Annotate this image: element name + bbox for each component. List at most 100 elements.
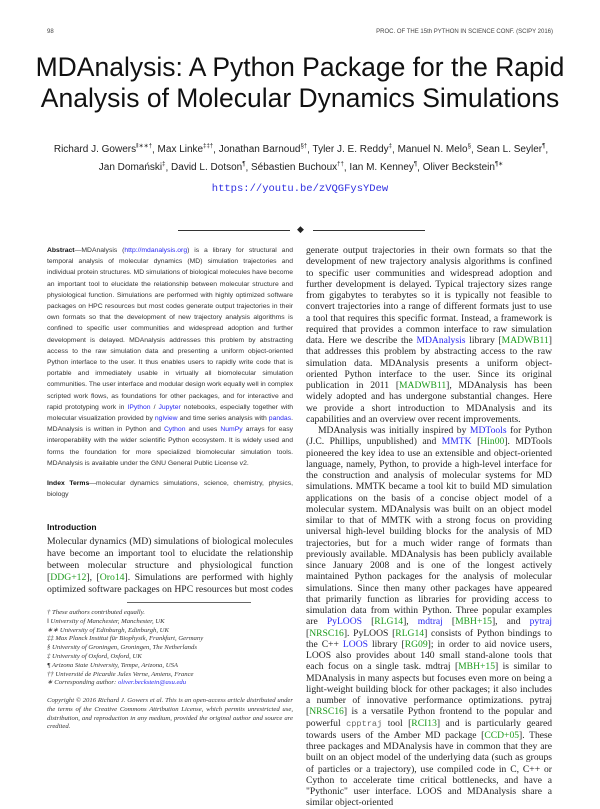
- text-run: range: [408, 301, 430, 313]
- affiliation-mark: ¶: [542, 144, 546, 150]
- paper-title: MDAnalysis: A Python Package for the Rap…: [35, 52, 565, 113]
- text-run: elucidate: [191, 548, 227, 560]
- text-run: tool: [160, 548, 176, 560]
- text-run: simulation: [511, 323, 552, 335]
- text-run: own: [453, 245, 470, 256]
- text-run: is: [508, 256, 516, 268]
- hyperlink[interactable]: http://mdanalysis.org: [124, 247, 188, 254]
- text-run: ] is similar to MDAnalysis in many aspec…: [306, 661, 552, 718]
- text-run: [: [47, 571, 51, 583]
- citation-link[interactable]: NRSC16: [309, 627, 344, 639]
- hyperlink[interactable]: MMTK: [441, 436, 472, 448]
- hyperlink[interactable]: IPython: [127, 403, 151, 411]
- author-name: Tyler J. E. Reddy: [312, 144, 389, 156]
- text-run: access: [480, 346, 506, 358]
- text-run: uniform: [487, 357, 518, 369]
- text-run: is: [444, 290, 451, 301]
- text-run: tool [: [382, 717, 412, 729]
- text-run: ] is a versatile Python frontend to the …: [306, 706, 552, 729]
- text-run: that: [342, 323, 357, 335]
- text-run: publication: [306, 380, 350, 391]
- citation-link[interactable]: RLG14: [374, 616, 404, 628]
- text-run: to: [179, 548, 188, 560]
- hyperlink[interactable]: Jupyter: [158, 403, 181, 411]
- text-run: so: [421, 290, 431, 301]
- text-run: have: [47, 548, 66, 560]
- text-run: Typical: [435, 278, 464, 290]
- hyperlink[interactable]: PyLOOS: [326, 616, 362, 628]
- text-run: ‖ University of Manchester, Manchester, …: [47, 617, 165, 625]
- text-run: data.: [353, 357, 373, 369]
- hyperlink[interactable]: LOOS: [342, 638, 368, 650]
- text-run: ∗ Corresponding author:: [47, 679, 118, 687]
- hyperlink[interactable]: NumPy: [220, 426, 243, 434]
- text-run: and: [177, 560, 192, 572]
- citation-link[interactable]: RG09: [404, 638, 428, 650]
- text-run: analysis: [429, 256, 461, 268]
- text-run: widely: [306, 391, 333, 403]
- text-run: dynamics: [89, 536, 127, 548]
- hyperlink[interactable]: pytraj: [529, 616, 553, 628]
- text-run: further: [306, 278, 333, 290]
- hyperlink[interactable]: mdtraj: [417, 616, 443, 628]
- citation-link[interactable]: Oro14: [99, 571, 125, 583]
- hyperlink[interactable]: pandas: [268, 415, 292, 423]
- hyperlink[interactable]: oliver.beckstein@asu.edu: [117, 679, 187, 687]
- text-run: most: [249, 583, 269, 595]
- citation-link[interactable]: MADWB11: [399, 380, 447, 391]
- text-run: Molecular: [47, 536, 87, 548]
- inline-code: cpptraj: [346, 718, 383, 729]
- citation-link[interactable]: MBH+15: [458, 661, 496, 673]
- author-name: Jonathan Barnoud: [218, 144, 301, 156]
- citation-link[interactable]: DDG+12: [50, 571, 87, 583]
- text-run: different: [443, 301, 477, 313]
- text-run: a: [306, 312, 311, 324]
- text-run: is: [545, 312, 552, 324]
- text-run: Here: [328, 335, 347, 346]
- section-divider: ◆: [178, 226, 425, 236]
- citation-link[interactable]: CCD+05: [484, 729, 520, 741]
- hyperlink[interactable]: MDAnalysis: [416, 335, 466, 346]
- hyperlink[interactable]: Cython: [163, 426, 186, 434]
- text-run: ¶ Arizona State University, Tempe, Arizo…: [47, 661, 178, 669]
- affiliation-mark: §†: [300, 144, 308, 150]
- text-run: highly: [268, 571, 294, 583]
- text-run: addresses: [324, 346, 362, 358]
- citation-link[interactable]: MADWB11: [501, 335, 549, 346]
- video-link[interactable]: https://youtu.be/zVQGFysYDew: [211, 183, 389, 195]
- text-run: arrays for easy interoperability with th…: [47, 426, 293, 467]
- text-run: [: [471, 436, 481, 448]
- text-run: formats: [474, 245, 504, 256]
- text-run: development: [306, 256, 356, 268]
- page-number: 98: [47, 29, 54, 35]
- citation-link[interactable]: Hin00: [480, 436, 505, 448]
- author-name: Richard J. Gowers: [53, 144, 137, 156]
- text-run: a: [397, 323, 402, 335]
- text-run: abstracting: [434, 346, 477, 358]
- citation-link[interactable]: RCI13: [411, 717, 437, 729]
- text-run: this: [381, 312, 396, 324]
- text-run: and: [352, 413, 366, 425]
- text-run: ],: [446, 380, 452, 391]
- text-run: user.: [452, 368, 471, 380]
- text-run: on: [162, 583, 172, 595]
- text-run: [527, 380, 534, 391]
- citation-link[interactable]: RLG14: [395, 627, 425, 639]
- text-run: [446, 369, 453, 380]
- text-run: become: [69, 548, 100, 560]
- text-run: use: [539, 301, 552, 313]
- text-run: changes.: [495, 391, 530, 403]
- text-run: that: [330, 312, 345, 324]
- text-run: to: [451, 402, 460, 414]
- citation-link[interactable]: NRSC16: [309, 706, 344, 718]
- text-run: communities: [375, 267, 426, 279]
- hyperlink[interactable]: nglview: [154, 415, 178, 423]
- text-run: adoption: [499, 267, 533, 279]
- hyperlink[interactable]: MDTools: [469, 425, 507, 436]
- citation-link[interactable]: MBH+15: [455, 616, 492, 628]
- text-run: a: [401, 301, 406, 313]
- author: Manuel N. Melo§: [398, 144, 471, 155]
- affiliation-mark: ¶: [242, 161, 246, 168]
- text-run: short: [371, 402, 391, 414]
- text-run: this: [365, 346, 380, 358]
